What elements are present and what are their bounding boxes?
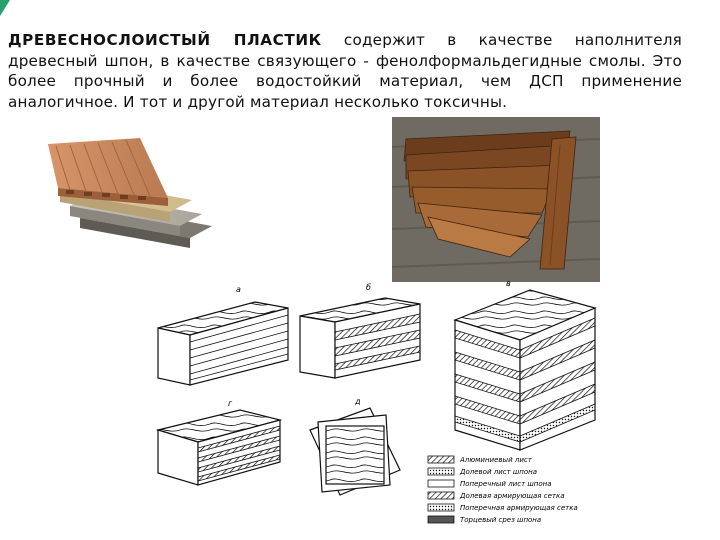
panel-label-g: г — [228, 399, 233, 408]
composite-panels-photo — [48, 138, 212, 248]
panel-label-b: б — [366, 283, 371, 292]
block-g: г — [155, 399, 283, 486]
legend-item-4: Долевая армирующая сетка — [459, 492, 565, 500]
block-a: а — [157, 285, 289, 386]
legend: Алюминиевый лист Долевой лист шпона Попе… — [427, 455, 578, 524]
legend-item-6: Торцевый срез шпона — [460, 516, 541, 524]
legend-item-3: Поперечный лист шпона — [460, 480, 552, 488]
panel-label-d: д — [354, 397, 361, 406]
veneer-strips-photo — [392, 117, 600, 282]
layer-structure-diagram: а б в — [155, 280, 597, 524]
block-b: б — [299, 283, 421, 379]
panel-label-a: а — [236, 285, 241, 294]
legend-item-2: Долевой лист шпона — [459, 468, 537, 476]
block-v: в — [453, 280, 597, 451]
body-paragraph: ДРЕВЕСНОСЛОИСТЫЙ ПЛАСТИК содержит в каче… — [8, 30, 682, 112]
legend-item-1: Алюминиевый лист — [459, 456, 533, 464]
body-text: содержит в качестве наполнителя древесны… — [8, 31, 682, 111]
block-d: д — [309, 397, 401, 496]
legend-item-5: Поперечная армирующая сетка — [460, 504, 578, 512]
heading-term: ДРЕВЕСНОСЛОИСТЫЙ ПЛАСТИК — [8, 31, 322, 49]
panel-label-v: в — [506, 280, 511, 288]
corner-accent — [0, 0, 10, 16]
